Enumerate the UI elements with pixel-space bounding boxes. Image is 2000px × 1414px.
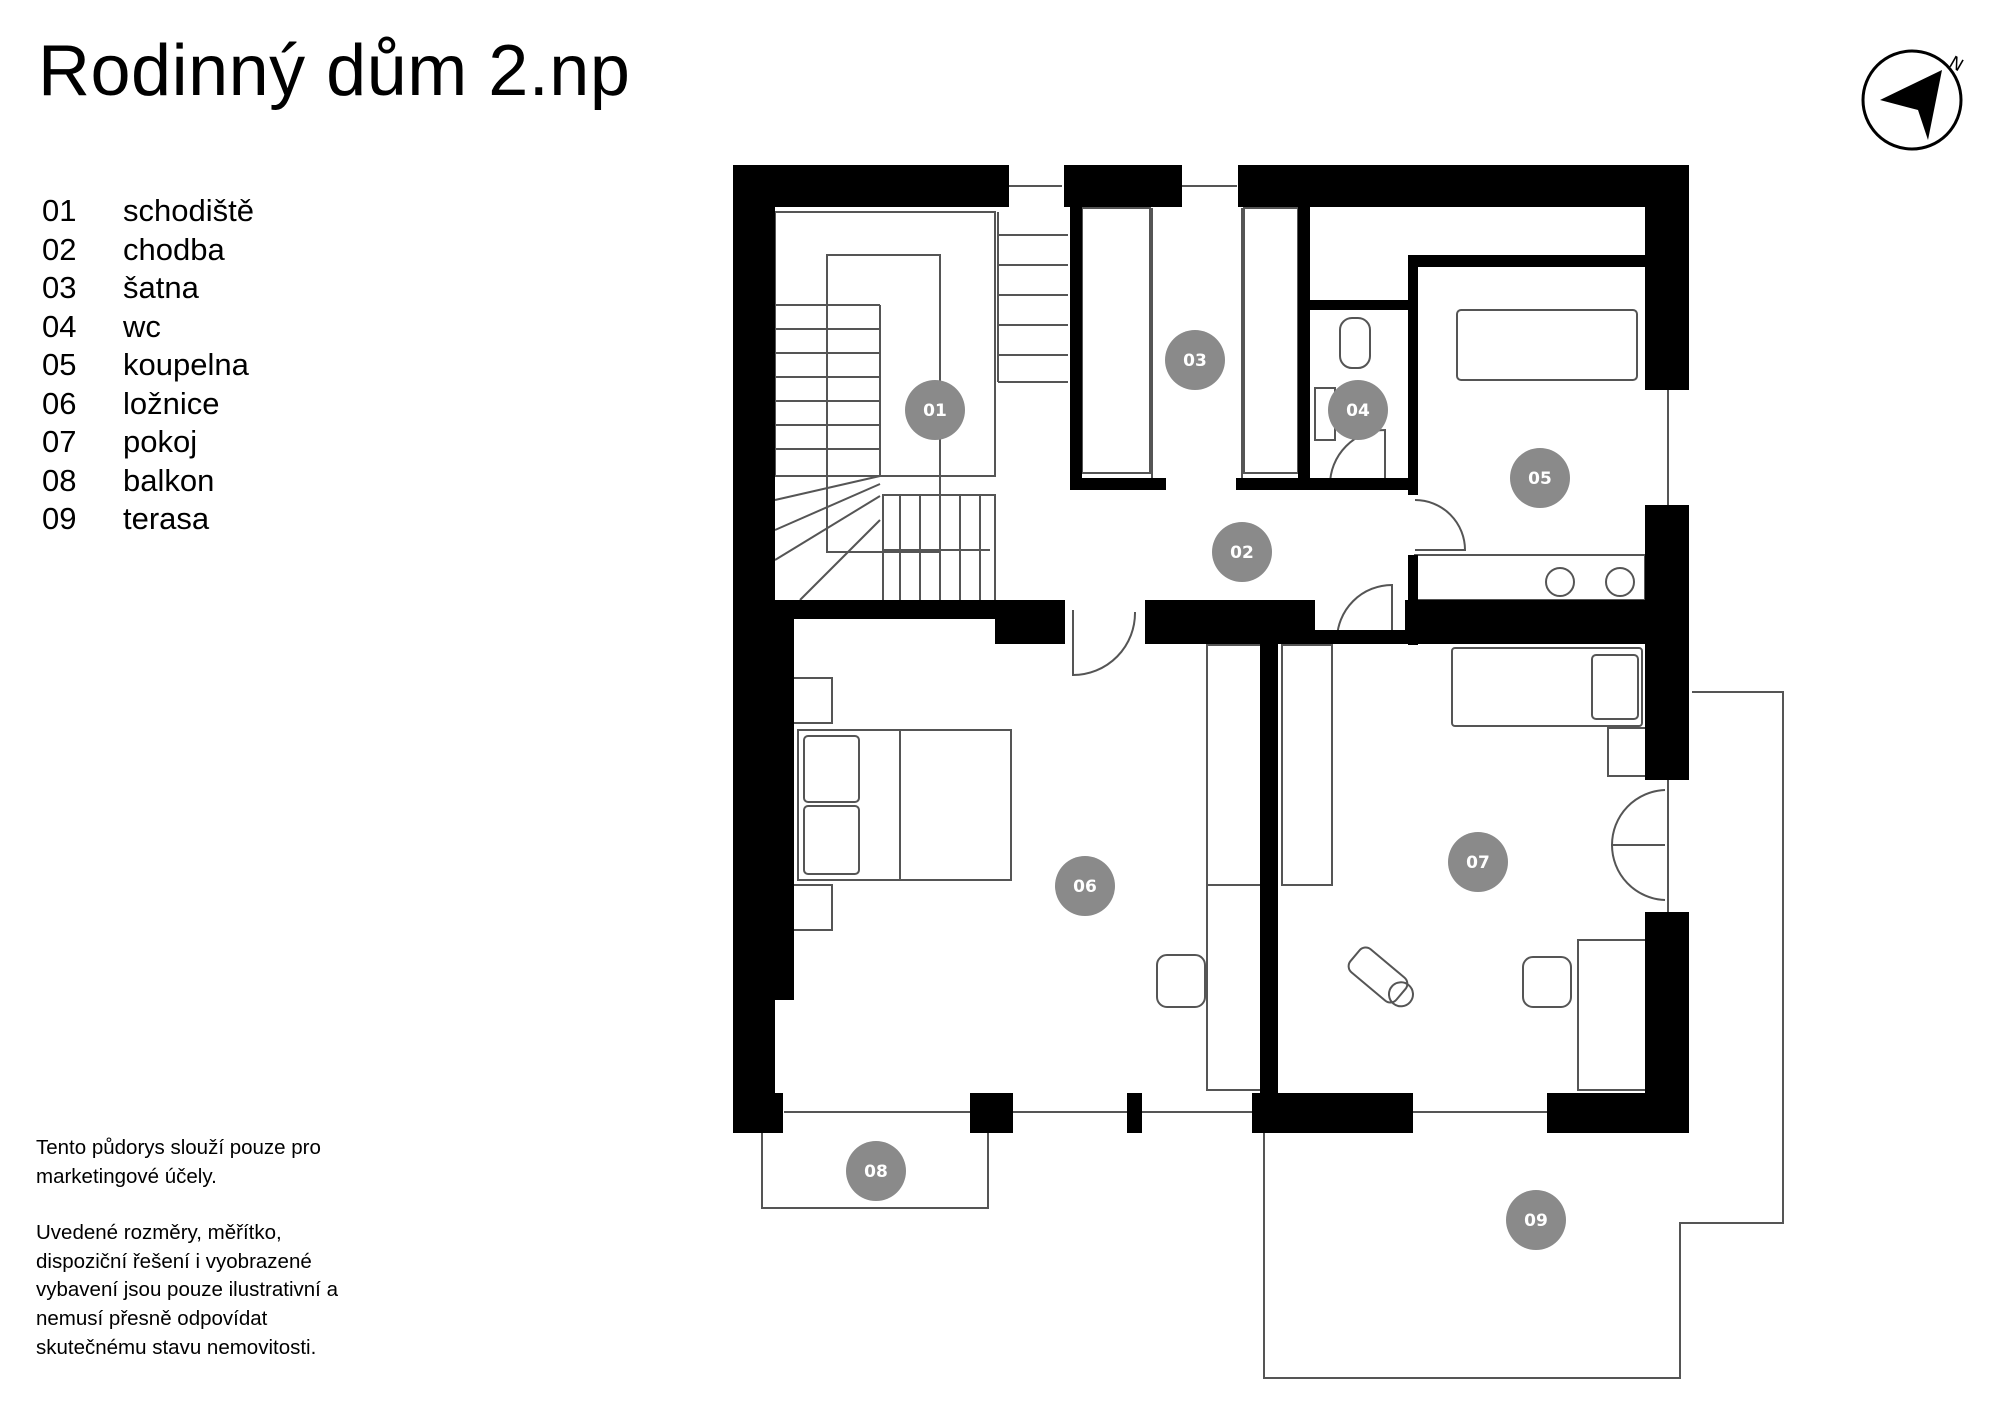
- room-badge-09: 09: [1506, 1190, 1566, 1250]
- room-badge-01: 01: [905, 380, 965, 440]
- room-legend: 01 schodiště 02 chodba 03 šatna 04 wc 05 koup…: [42, 193, 254, 540]
- legend-number: 06: [42, 385, 77, 421]
- legend-label: terasa: [123, 501, 210, 536]
- legend-label: wc: [123, 308, 161, 344]
- legend-label: balkon: [123, 462, 215, 498]
- legend-number: 02: [42, 231, 77, 267]
- legend-number: 08: [42, 462, 77, 498]
- legend-label: šatna: [123, 270, 199, 305]
- legend-number: 05: [42, 347, 77, 382]
- plan-walls: [733, 165, 1689, 1133]
- room-badges: 01 02 03 04 05 06 07 08 09: [846, 330, 1570, 1250]
- room-badge-label: 07: [1466, 853, 1490, 873]
- room-badge-label: 08: [864, 1162, 888, 1182]
- legend-item: 06 ložnice: [42, 386, 254, 425]
- legend-number: 01: [42, 193, 77, 228]
- room-badge-label: 04: [1346, 401, 1370, 421]
- disclaimer-paragraph: Tento půdorys slouží pouze pro marketing…: [36, 1136, 321, 1188]
- room-badge-08: 08: [846, 1141, 906, 1201]
- legend-number: 03: [42, 270, 77, 305]
- room-badge-label: 06: [1073, 877, 1097, 897]
- legend-item: 01 schodiště: [42, 193, 254, 232]
- disclaimer: Tento půdorys slouží pouze pro marketing…: [36, 1134, 376, 1390]
- legend-item: 04 wc: [42, 309, 254, 348]
- room-badge-label: 09: [1524, 1211, 1548, 1231]
- room-badge-label: 05: [1528, 469, 1552, 489]
- legend-label: pokoj: [123, 424, 198, 459]
- room-badge-label: 03: [1183, 351, 1207, 371]
- legend-label: koupelna: [123, 347, 249, 382]
- legend-item: 05 koupelna: [42, 347, 254, 386]
- disclaimer-paragraph: Uvedené rozměry, měřítko, dispoziční řeš…: [36, 1221, 338, 1359]
- legend-item: 03 šatna: [42, 270, 254, 309]
- room-badge-label: 01: [923, 401, 947, 421]
- legend-item: 07 pokoj: [42, 424, 254, 463]
- legend-label: chodba: [123, 231, 225, 267]
- room-badge-07: 07: [1448, 832, 1508, 892]
- legend-label: schodiště: [123, 193, 254, 228]
- legend-label: ložnice: [123, 385, 220, 421]
- room-badge-04: 04: [1328, 380, 1388, 440]
- legend-number: 09: [42, 501, 77, 536]
- room-badge-03: 03: [1165, 330, 1225, 390]
- room-badge-06: 06: [1055, 856, 1115, 916]
- room-badge-05: 05: [1510, 448, 1570, 508]
- room-badge-02: 02: [1212, 522, 1272, 582]
- north-arrow-icon: N: [1861, 49, 1967, 151]
- legend-item: 02 chodba: [42, 232, 254, 271]
- page-title: Rodinný dům 2.np: [38, 31, 631, 111]
- legend-number: 07: [42, 424, 77, 459]
- legend-number: 04: [42, 308, 77, 344]
- legend-item: 09 terasa: [42, 501, 254, 540]
- legend-item: 08 balkon: [42, 463, 254, 502]
- room-badge-label: 02: [1230, 543, 1254, 563]
